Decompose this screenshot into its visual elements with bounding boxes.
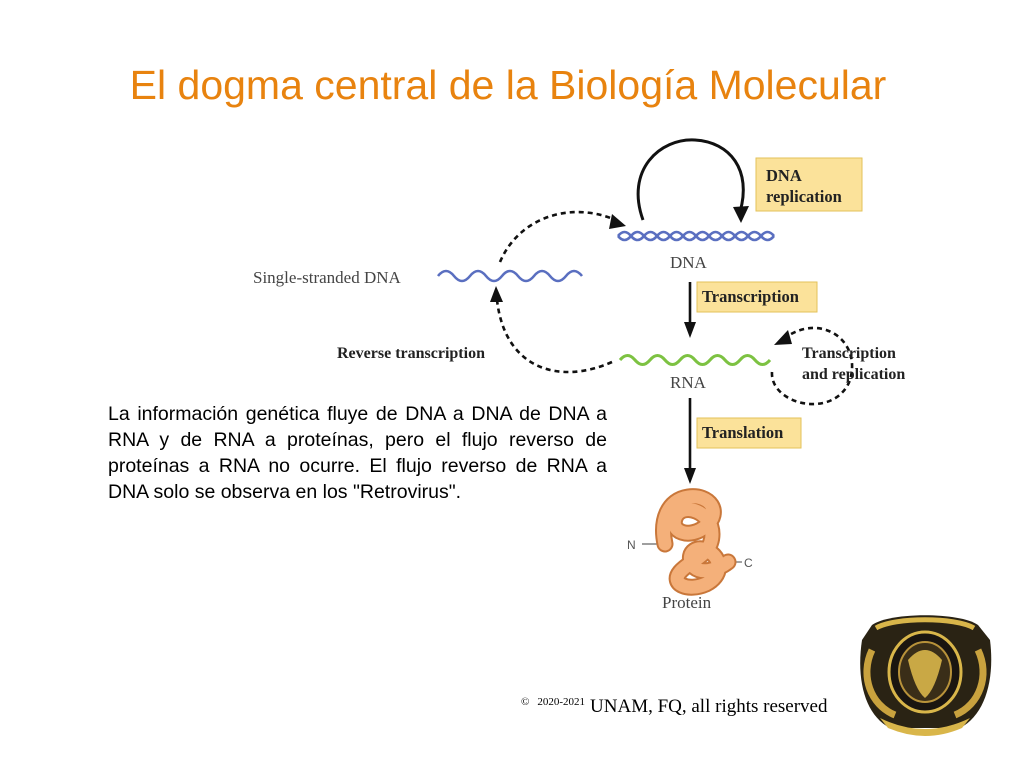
dna-double-helix [616, 230, 776, 242]
translation-label: Translation [702, 423, 783, 442]
rna-replication-dashed-arrow [770, 326, 854, 406]
single-stranded-dna-label: Single-stranded DNA [253, 268, 402, 287]
slide-title: El dogma central de la Biología Molecula… [129, 62, 887, 108]
rna-label: RNA [670, 373, 707, 392]
n-terminus-label: N [627, 538, 636, 552]
body-paragraph: La información genética fluye de DNA a D… [108, 403, 607, 503]
copyright-years: 2020-2021 [537, 696, 586, 708]
rna-strand [618, 354, 772, 366]
transcription-box [696, 281, 818, 313]
dna-replication-label-1: DNA [766, 166, 802, 185]
reverse-transcription-label: Reverse transcription [337, 345, 485, 362]
transcription-replication-label-2: and replication [802, 366, 905, 383]
copyright-rights: UNAM, FQ, all rights reserved [590, 696, 828, 717]
reverse-transcription-dashed-arrow [495, 299, 613, 374]
protein-structure [642, 488, 742, 596]
dna-replication-label-2: replication [766, 187, 842, 206]
protein-label: Protein [662, 593, 712, 612]
translation-box [696, 417, 802, 449]
transcription-label: Transcription [702, 287, 799, 306]
dna-label: DNA [670, 253, 708, 272]
unam-seal-icon [860, 615, 992, 736]
single-stranded-dna-strand [436, 269, 584, 283]
c-terminus-label: C [744, 556, 753, 570]
copyright-symbol: © [521, 696, 530, 708]
ssdna-to-dna-dashed-arrow [498, 210, 621, 263]
dna-replication-box [755, 157, 863, 212]
footer-copyright: © 2020-2021 UNAM, FQ, all rights reserved [521, 696, 828, 718]
dna-replication-arrow [636, 138, 745, 221]
transcription-replication-label-1: Transcription [802, 345, 896, 362]
